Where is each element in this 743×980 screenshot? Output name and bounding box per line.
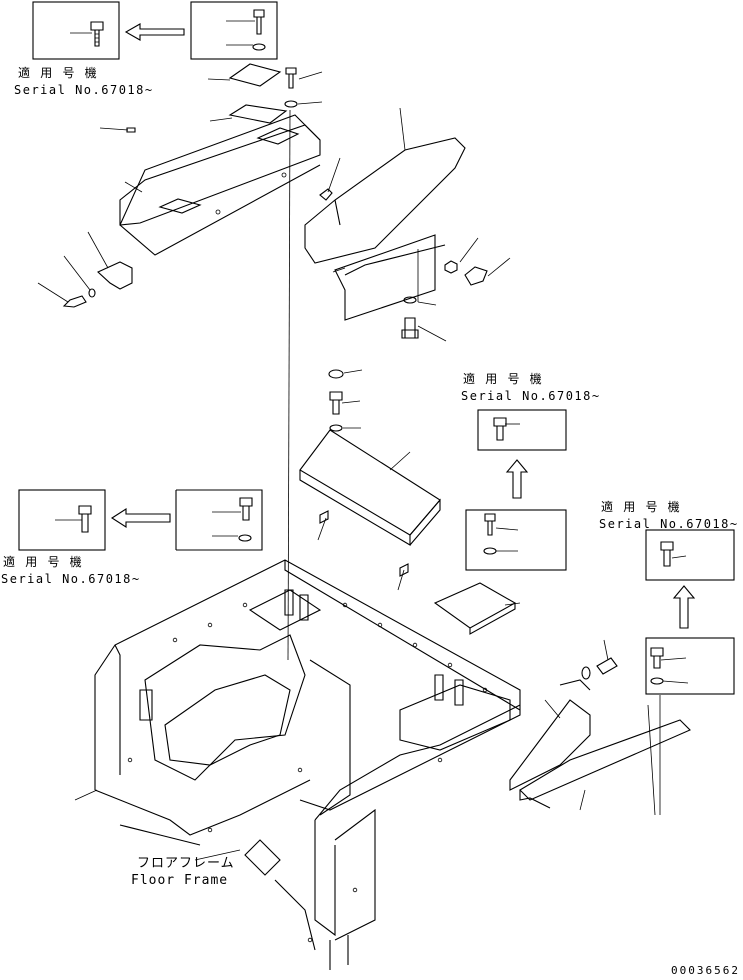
knob-icon — [464, 257, 511, 286]
bolt-lower-right — [581, 639, 618, 680]
detail-box-mid-left — [18, 489, 106, 551]
nut-icon — [444, 237, 479, 274]
bracket-left — [87, 231, 133, 290]
gasket — [209, 104, 288, 124]
floor-frame-label-jp: フロアフレーム — [137, 856, 235, 871]
detail-box-top-left — [32, 1, 120, 60]
bolt-icon — [253, 9, 265, 35]
note-jp-3: 適 用 号 機 — [601, 500, 682, 514]
note-serial-4: Serial No.67018~ — [1, 572, 141, 586]
drawing-number: 00036562 — [671, 964, 740, 977]
side-cover-lower — [509, 679, 591, 791]
arrow-up-right — [672, 585, 696, 629]
arrow-up-mid — [505, 459, 529, 499]
bolt-mid — [329, 391, 361, 432]
cover-plate-small — [207, 63, 282, 87]
arrow-left-mid — [110, 507, 171, 529]
washer-icon — [252, 43, 266, 51]
note-jp-2: 適 用 号 機 — [463, 372, 544, 386]
floor-frame-label-en: Floor Frame — [131, 873, 229, 888]
cover-panel-mid — [299, 429, 441, 591]
bolt-left — [37, 255, 96, 308]
frame-holes — [127, 602, 488, 943]
detail-box-mid-right-bottom — [465, 509, 567, 571]
console-cover — [99, 114, 321, 256]
bolt-right-upper — [401, 296, 447, 342]
detail-box-mid-center — [175, 489, 263, 551]
detail-box-far-right-bottom — [645, 637, 735, 695]
floor-cover-plate — [519, 695, 691, 816]
detail-box-top-right — [190, 1, 278, 60]
note-jp-4: 適 用 号 機 — [3, 555, 84, 569]
note-serial-3: Serial No.67018~ — [599, 517, 739, 531]
detail-box-mid-right-top — [477, 409, 567, 451]
note-serial-1: Serial No.67018~ — [14, 83, 154, 97]
flange-bolt-icon — [90, 21, 104, 47]
cap-icon — [328, 369, 363, 379]
detail-box-far-right-top — [645, 529, 735, 581]
arrow-left-top — [124, 23, 185, 41]
note-jp-1: 適 用 号 機 — [18, 66, 99, 80]
bracket-plate-mid — [433, 582, 521, 635]
floor-frame — [74, 559, 521, 970]
side-panel-upper — [304, 107, 466, 264]
bolt-top-1 — [284, 67, 323, 108]
note-serial-2: Serial No.67018~ — [461, 389, 601, 403]
side-panel-plate — [332, 234, 446, 321]
